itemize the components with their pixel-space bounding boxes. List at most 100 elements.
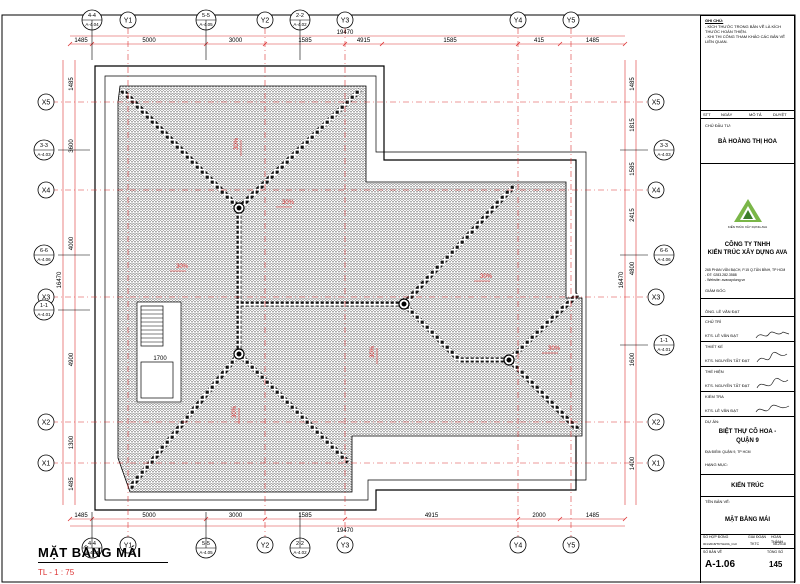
dim-top: 1585 xyxy=(298,38,312,44)
dim-tick xyxy=(622,41,628,47)
dim-total-top: 19470 xyxy=(337,30,354,36)
svg-text:A-4.01: A-4.01 xyxy=(657,347,671,352)
dim-total-bottom: 19470 xyxy=(337,528,354,534)
slope-label: 30% xyxy=(480,274,493,280)
svg-text:Y3: Y3 xyxy=(341,18,350,25)
role-row: CHỦ TRÌ KTS. LÊ VĂN ĐẠT xyxy=(701,317,794,342)
owner-name: BÀ HOÀNG THỊ HOA xyxy=(718,139,777,145)
company-name-2: KIẾN TRÚC XÂY DỰNG AVA xyxy=(707,250,788,256)
grid-bubble-bottom: Y4 xyxy=(509,536,527,554)
dim-tick xyxy=(557,516,563,522)
dim-bottom: 1485 xyxy=(74,513,88,519)
svg-text:A-4.02: A-4.02 xyxy=(293,550,307,555)
company-address: 265 PHAN VĂN BẠCH, P.15 Q.TÂN BÌNH, TP H… xyxy=(705,268,786,272)
dim-vertical-total-right: 16470 xyxy=(619,271,625,288)
company-section: KIẾN TRÚC XÂY DỰNG AVA CÔNG TY TNHH KIẾN… xyxy=(701,164,794,299)
grid-bubble-bottom: Y2 xyxy=(256,536,274,554)
dim-bottom: 1485 xyxy=(586,513,600,519)
notes-heading: GHI CHÚ: xyxy=(705,18,724,23)
contract-label: SỐ HỢP ĐỒNG xyxy=(703,535,729,539)
dim-top: 1485 xyxy=(586,38,600,44)
dim-top: 4915 xyxy=(357,38,371,44)
drawing-title: MẶT BẰNG MÁI xyxy=(38,545,142,560)
dim-bottom: 3000 xyxy=(229,513,243,519)
role-row: THIẾT KẾ KTS. NGUYỄN TẤT ĐẠT xyxy=(701,342,794,367)
section-cut-lines xyxy=(58,20,648,548)
section-marker: 3-3A-4.03 xyxy=(653,139,675,161)
stair-opening xyxy=(136,301,182,403)
section-marker: 6-6A-4.06 xyxy=(653,244,675,266)
dimension-ticks xyxy=(67,41,628,522)
sheet-name-section: TÊN BẢN VẼ: MẶT BẰNG MÁI xyxy=(701,497,794,535)
grid-bubble-left: X2 xyxy=(37,413,55,431)
company-phone: - ĐT: 0283.282.3588 xyxy=(705,273,737,277)
dim-tick xyxy=(515,516,521,522)
grid-bubble-right: X5 xyxy=(647,93,665,111)
svg-text:Y4: Y4 xyxy=(514,543,523,550)
role-label: KIỂM TRA xyxy=(705,394,724,399)
svg-text:5-5: 5-5 xyxy=(202,13,210,19)
svg-text:Y2: Y2 xyxy=(261,18,270,25)
drawing-scale: TL - 1 : 75 xyxy=(38,568,75,577)
dim-tick xyxy=(262,516,268,522)
svg-text:A-4.03: A-4.03 xyxy=(37,152,51,157)
role-label: CHỦ TRÌ xyxy=(705,319,722,324)
role-row: THỂ HIỆN KTS. NGUYỄN TẤT ĐẠT xyxy=(701,367,794,392)
dim-left: 4000 xyxy=(69,236,75,250)
slope-label: 30% xyxy=(176,264,189,270)
dim-right: 1600 xyxy=(630,352,636,366)
dimension-lines xyxy=(62,35,637,527)
svg-text:X3: X3 xyxy=(42,295,51,302)
title-block-panel: GHI CHÚ: - KÍCH THƯỚC TRONG BẢN VẼ LÀ KÍ… xyxy=(700,15,795,583)
grid-bubble-left: X5 xyxy=(37,93,55,111)
dim-right: 2415 xyxy=(630,208,636,222)
dim-tick xyxy=(515,41,521,47)
svg-text:X4: X4 xyxy=(42,188,51,195)
svg-text:Y3: Y3 xyxy=(341,543,350,550)
hip-ridges xyxy=(120,88,580,490)
dim-right: 1485 xyxy=(630,77,636,91)
svg-text:X1: X1 xyxy=(42,461,51,468)
svg-text:X3: X3 xyxy=(652,295,661,302)
total-sheets: 145 xyxy=(769,560,783,569)
dim-tick xyxy=(262,41,268,47)
svg-text:X5: X5 xyxy=(652,100,661,107)
company-website: - Website: avaxaydung.vn xyxy=(705,278,746,282)
svg-text:X2: X2 xyxy=(42,420,51,427)
roof-planes xyxy=(117,85,583,493)
phase-value: TKTC xyxy=(750,542,760,546)
dim-left: 1485 xyxy=(69,477,75,491)
dim-tick xyxy=(342,41,348,47)
category-value: KIẾN TRÚC xyxy=(731,483,764,489)
svg-text:6-6: 6-6 xyxy=(660,248,668,254)
dim-left: 1485 xyxy=(69,77,75,91)
rev-col-stt: STT xyxy=(703,112,711,117)
contract-number: 001/2018/TKTHAVA_CHI xyxy=(703,542,737,546)
dim-top: 1585 xyxy=(443,38,457,44)
svg-text:2-2: 2-2 xyxy=(296,13,304,19)
grid-bubble-left: X1 xyxy=(37,454,55,472)
note-2: - KHI THI CÔNG THAM KHẢO CÁC BẢN VẼ LIÊN… xyxy=(705,34,785,44)
role-name: KTS. LÊ VĂN ĐẠT xyxy=(705,408,739,413)
sheet-number: A-1.06 xyxy=(705,559,736,570)
sheet-name-label: TÊN BẢN VẼ: xyxy=(705,499,730,504)
category-label: HẠNG MỤC: xyxy=(705,462,728,467)
section-marker: 1-1A-4.01 xyxy=(33,299,55,321)
director-label: GIÁM ĐỐC: xyxy=(705,288,727,293)
sheet-name-value: MẶT BẰNG MÁI xyxy=(725,517,770,523)
grid-bubble-right: X3 xyxy=(647,288,665,306)
svg-text:A-4.04: A-4.04 xyxy=(85,550,99,555)
dim-tick xyxy=(379,41,385,47)
svg-text:X2: X2 xyxy=(652,420,661,427)
dim-right: 4800 xyxy=(630,261,636,275)
dim-top: 415 xyxy=(534,38,545,44)
role-label: THỂ HIỆN xyxy=(705,369,724,374)
dim-bottom: 5000 xyxy=(142,513,156,519)
role-label: THIẾT KẾ xyxy=(705,344,723,349)
svg-text:A-4.06: A-4.06 xyxy=(657,257,671,262)
dim-top: 1485 xyxy=(74,38,88,44)
dim-right: 1815 xyxy=(630,118,636,132)
svg-text:6-6: 6-6 xyxy=(40,248,48,254)
dim-top: 3000 xyxy=(229,38,243,44)
role-name: KTS. NGUYỄN TẤT ĐẠT xyxy=(705,383,750,388)
